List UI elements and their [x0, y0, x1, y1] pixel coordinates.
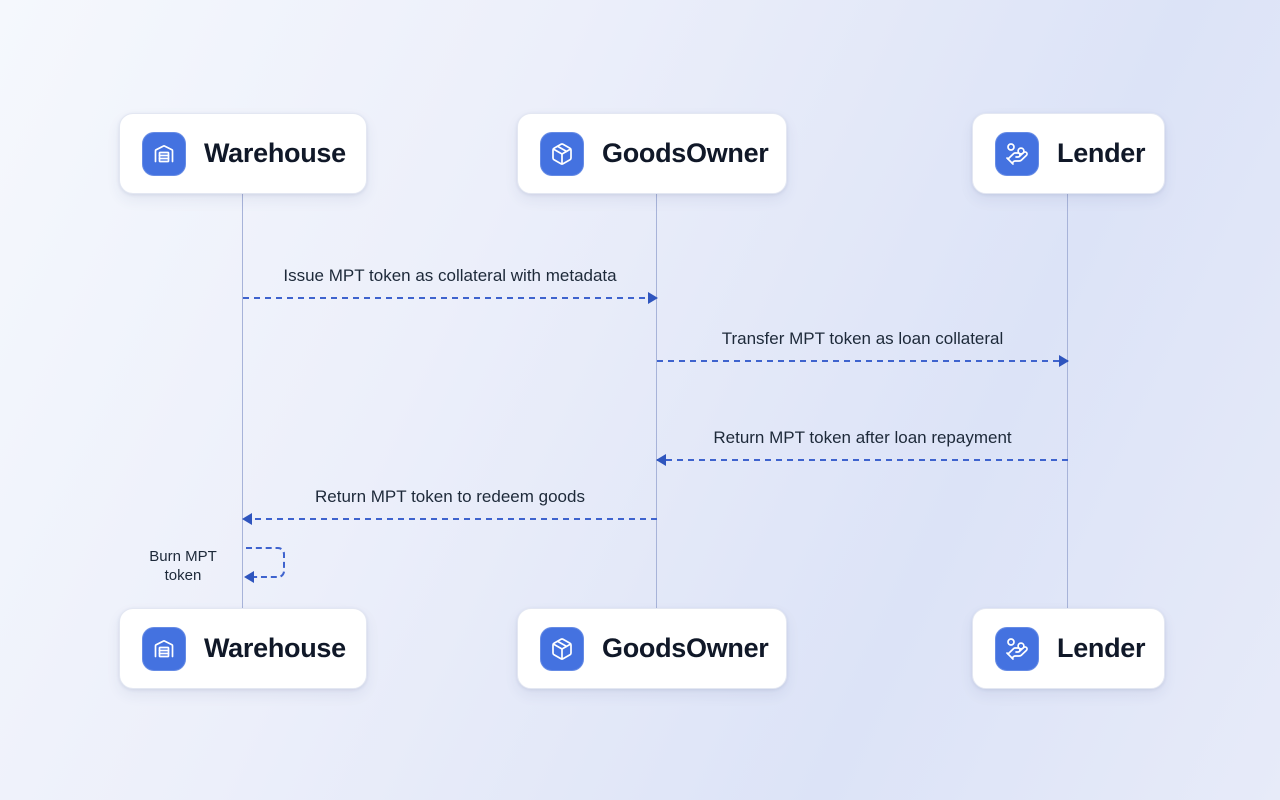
arrowhead-right-icon	[1059, 355, 1069, 367]
message-label-burn-mpt-token: Burn MPT token	[149, 548, 217, 584]
lifeline-warehouse	[242, 194, 243, 608]
message-label: Return MPT token to redeem goods	[315, 487, 585, 506]
warehouse-icon	[142, 626, 186, 671]
actor-box-lender-bottom: Lender	[972, 608, 1165, 689]
actor-label: Lender	[1057, 138, 1146, 168]
arrowhead-left-icon	[244, 571, 254, 583]
actor-label: Warehouse	[204, 633, 346, 663]
message-issue-mpt-token: Issue MPT token as collateral with metad…	[243, 266, 658, 304]
actor-box-warehouse-bottom: Warehouse	[119, 608, 367, 689]
message-self-loop-burn	[244, 547, 285, 583]
message-line	[657, 360, 1068, 362]
lifeline-lender	[1067, 194, 1068, 608]
package-icon	[540, 626, 584, 671]
package-icon	[540, 131, 584, 176]
message-line	[243, 297, 657, 299]
actor-label: Warehouse	[204, 138, 346, 168]
hand-coins-icon	[995, 626, 1039, 671]
actor-label: GoodsOwner	[602, 633, 769, 663]
arrowhead-right-icon	[648, 292, 658, 304]
message-return-mpt-redeem-goods: Return MPT token to redeem goods	[242, 487, 657, 525]
warehouse-icon	[142, 131, 186, 176]
hand-coins-icon	[995, 131, 1039, 176]
arrowhead-left-icon	[242, 513, 252, 525]
message-line	[657, 459, 1068, 461]
actor-box-goodsowner-top: GoodsOwner	[517, 113, 787, 194]
message-return-mpt-after-repayment: Return MPT token after loan repayment	[656, 428, 1068, 466]
message-transfer-mpt-token: Transfer MPT token as loan collateral	[657, 329, 1069, 367]
message-label: Issue MPT token as collateral with metad…	[283, 266, 617, 285]
message-label: Transfer MPT token as loan collateral	[721, 329, 1004, 348]
actor-box-lender-top: Lender	[972, 113, 1165, 194]
message-label: Return MPT token after loan repayment	[713, 428, 1012, 447]
actor-label: Lender	[1057, 633, 1146, 663]
actor-box-warehouse-top: Warehouse	[119, 113, 367, 194]
actor-label: GoodsOwner	[602, 138, 769, 168]
actor-box-goodsowner-bottom: GoodsOwner	[517, 608, 787, 689]
lifeline-goodsowner	[656, 194, 657, 608]
message-line	[243, 518, 657, 520]
arrowhead-left-icon	[656, 454, 666, 466]
